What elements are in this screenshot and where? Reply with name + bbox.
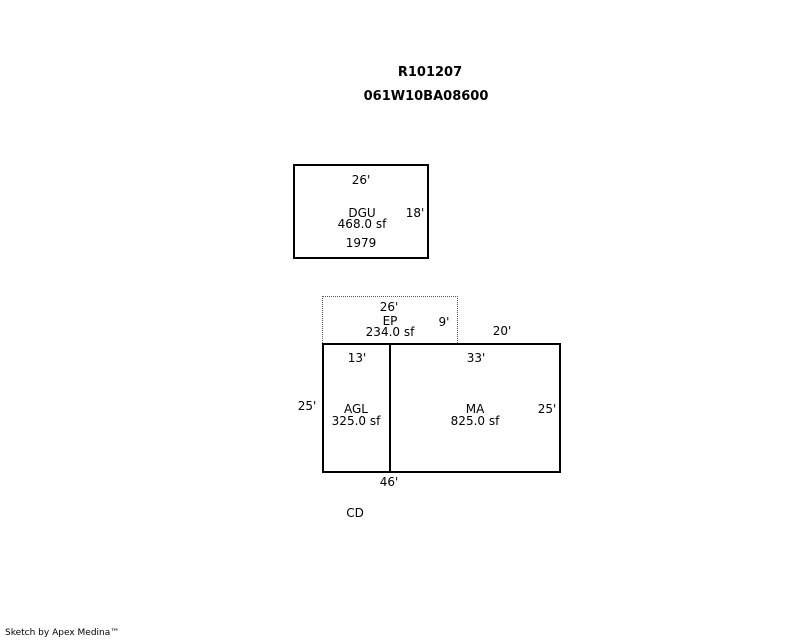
agl-width-label: 13' (347, 351, 367, 365)
main-structure-outline (322, 343, 561, 473)
ma-code-label: MA (465, 402, 485, 416)
dgu-outline (293, 164, 429, 259)
ep-width-label: 26' (379, 300, 399, 314)
dgu-year-label: 1979 (345, 236, 377, 250)
ma-area-label: 825.0 sf (450, 414, 500, 428)
sketch-credit: Sketch by Apex Medina™ (5, 628, 120, 638)
ma-height-label: 25' (537, 402, 557, 416)
map-tax-lot: 061W10BA08600 (363, 89, 489, 104)
dgu-depth-label: 18' (405, 206, 425, 220)
ma-width-label: 33' (466, 351, 486, 365)
ep-depth-label: 9' (438, 315, 450, 329)
cd-label: CD (346, 506, 364, 520)
ep-code-label: EP (382, 314, 398, 328)
agl-ma-divider (389, 343, 391, 473)
dgu-area-label: 468.0 sf (337, 217, 387, 231)
agl-height-label: 25' (297, 399, 317, 413)
agl-code-label: AGL (344, 402, 368, 416)
dgu-code-label: DGU (348, 206, 376, 220)
bottom-total-label: 46' (379, 475, 399, 489)
ma-top-right-label: 20' (492, 324, 512, 338)
ep-area-label: 234.0 sf (365, 325, 415, 339)
account-number: R101207 (397, 65, 463, 80)
agl-area-label: 325.0 sf (331, 414, 381, 428)
dgu-width-label: 26' (351, 173, 371, 187)
ep-outline (322, 296, 458, 345)
